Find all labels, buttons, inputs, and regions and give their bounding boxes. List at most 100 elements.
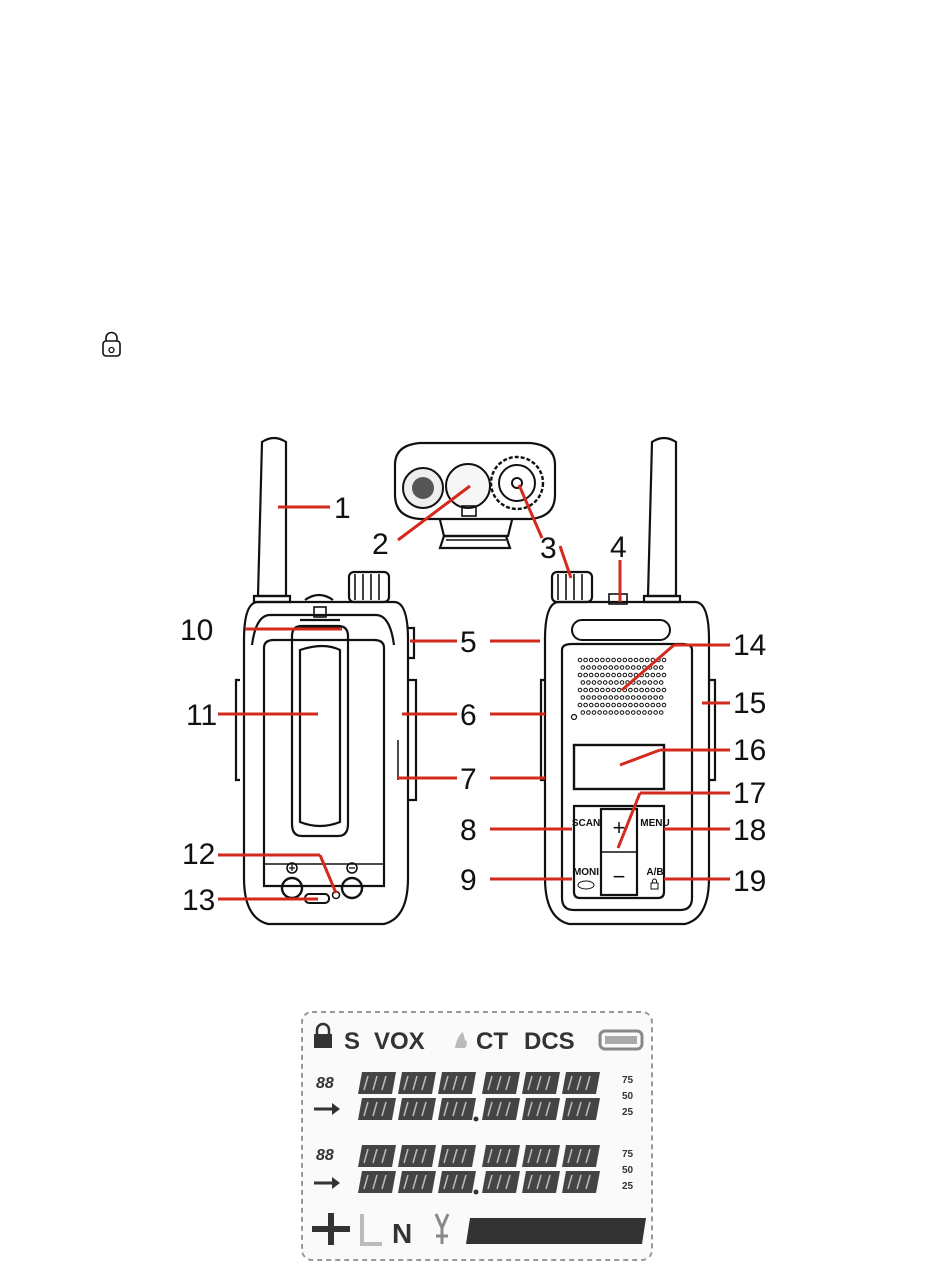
grille-hole: [603, 696, 607, 700]
lock-icon: [651, 879, 658, 889]
grille-hole: [581, 711, 585, 715]
monitor-icon: [578, 881, 594, 889]
grille-hole: [606, 703, 610, 707]
lcd-step1-a: 75: [622, 1075, 634, 1086]
minus-key-label: −: [613, 864, 626, 889]
callout-11: 11: [186, 699, 217, 732]
grille-hole: [578, 688, 582, 692]
callout-18: 18: [733, 814, 766, 847]
grille-hole: [654, 711, 658, 715]
grille-hole: [595, 703, 599, 707]
grille-hole: [640, 703, 644, 707]
moni-key-label: MONI: [573, 867, 599, 878]
grille-hole: [615, 681, 619, 685]
lcd-panel: S VOX CT DCS 88 75 50 25 88 75 50 25: [302, 1012, 652, 1260]
grille-hole: [578, 703, 582, 707]
lcd-segment: [522, 1098, 560, 1120]
grille-hole: [587, 711, 591, 715]
grille-hole: [662, 658, 666, 662]
callout-4: 4: [610, 531, 627, 564]
lcd-step2-a: 75: [622, 1149, 634, 1160]
grille-hole: [598, 696, 602, 700]
callout-19: 19: [733, 865, 766, 898]
grille-hole: [657, 703, 661, 707]
grille-hole: [598, 681, 602, 685]
grille-hole: [606, 658, 610, 662]
grille-hole: [643, 696, 647, 700]
callout-14: 14: [733, 629, 766, 662]
lcd-segment: [398, 1098, 436, 1120]
callout-7: 7: [460, 763, 477, 796]
lcd-segment: [398, 1072, 436, 1094]
grille-hole: [640, 688, 644, 692]
grille-hole: [623, 658, 627, 662]
grille-hole: [581, 666, 585, 670]
lcd-segment: [358, 1072, 396, 1094]
grille-hole: [617, 688, 621, 692]
grille-hole: [612, 673, 616, 677]
lcd-segment: [398, 1171, 436, 1193]
grille-hole: [587, 666, 591, 670]
callout-5: 5: [460, 626, 477, 659]
top-view: [395, 443, 555, 548]
lcd-segment: [438, 1171, 476, 1193]
grille-hole: [651, 688, 655, 692]
grille-hole: [598, 711, 602, 715]
lcd-ct: CT: [476, 1028, 508, 1055]
grille-hole: [651, 703, 655, 707]
grille-hole: [587, 696, 591, 700]
lcd-segment: [358, 1145, 396, 1167]
callout-15: 15: [733, 687, 766, 720]
lcd-line2-prefix: 88: [316, 1147, 334, 1164]
grille-hole: [648, 696, 652, 700]
callout-9: 9: [460, 864, 477, 897]
grille-hole: [645, 658, 649, 662]
grille-hole: [615, 696, 619, 700]
grille-hole: [631, 666, 635, 670]
grille-hole: [659, 711, 663, 715]
lock-icon: [103, 333, 120, 357]
grille-hole: [617, 673, 621, 677]
lcd-segment: [482, 1072, 520, 1094]
grille-hole: [634, 658, 638, 662]
grille-hole: [648, 711, 652, 715]
grille-hole: [578, 658, 582, 662]
grille-hole: [615, 711, 619, 715]
grille-hole: [609, 666, 613, 670]
grille-hole: [623, 703, 627, 707]
grille-hole: [589, 658, 593, 662]
grille-hole: [659, 681, 663, 685]
grille-hole: [581, 696, 585, 700]
grille-hole: [612, 703, 616, 707]
grille-hole: [609, 696, 613, 700]
lcd-decimal-point: [474, 1117, 479, 1122]
grille-hole: [662, 673, 666, 677]
grille-hole: [629, 658, 633, 662]
grille-hole: [584, 673, 588, 677]
grille-hole: [603, 711, 607, 715]
grille-hole: [629, 673, 633, 677]
grille-hole: [620, 666, 624, 670]
grille-hole: [589, 688, 593, 692]
lcd-segment: [482, 1098, 520, 1120]
grille-hole: [662, 688, 666, 692]
grille-hole: [595, 688, 599, 692]
grille-hole: [659, 696, 663, 700]
grille-hole: [578, 673, 582, 677]
grille-hole: [612, 658, 616, 662]
grille-hole: [643, 711, 647, 715]
grille-hole: [645, 703, 649, 707]
grille-hole: [654, 666, 658, 670]
grille-hole: [606, 688, 610, 692]
lcd-step1-c: 25: [622, 1107, 634, 1118]
grille-hole: [626, 666, 630, 670]
grille-hole: [645, 688, 649, 692]
lcd-dcs: DCS: [524, 1028, 575, 1055]
grille-hole: [637, 711, 641, 715]
lcd-decimal-point: [474, 1190, 479, 1195]
grille-hole: [637, 666, 641, 670]
grille-hole: [648, 681, 652, 685]
lcd-segment: [562, 1171, 600, 1193]
grille-hole: [609, 711, 613, 715]
scan-key-label: SCAN: [572, 818, 600, 829]
